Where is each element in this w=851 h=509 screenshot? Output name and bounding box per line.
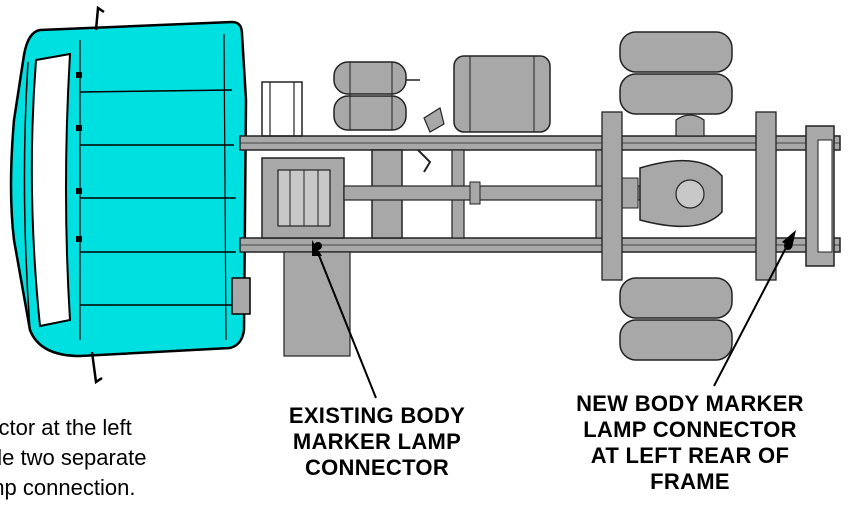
brackets (261, 81, 445, 173)
callout-line: CONNECTOR (304, 455, 450, 480)
transmission (261, 157, 345, 239)
frame-rails (239, 135, 841, 253)
existing-callout-arrow (312, 240, 377, 399)
callout-line: FRAME (650, 469, 730, 494)
callout-line: AT LEFT REAR OF (590, 443, 790, 468)
rear-axle (601, 111, 777, 281)
note-line: vide two separate (0, 445, 147, 470)
callout-line: EXISTING BODY (288, 403, 466, 428)
callout-line: NEW BODY MARKER (576, 391, 804, 416)
instruction-note: nector at the left vide two separate amp… (0, 413, 260, 503)
new-connector-callout: NEW BODY MARKER LAMP CONNECTOR AT LEFT R… (560, 391, 820, 495)
driveshaft (343, 177, 645, 209)
fuel-tank (453, 55, 551, 133)
rear-tires (619, 31, 733, 361)
callout-line: MARKER LAMP (292, 429, 462, 454)
air-tanks (333, 61, 420, 131)
callout-line: LAMP CONNECTOR (583, 417, 797, 442)
note-line: nector at the left (0, 415, 132, 440)
battery-box (283, 251, 351, 357)
new-callout-arrow (713, 230, 796, 387)
existing-connector-callout: EXISTING BODY MARKER LAMP CONNECTOR (262, 403, 492, 481)
truck-cab (9, 5, 251, 385)
note-line: amp connection. (0, 475, 136, 500)
